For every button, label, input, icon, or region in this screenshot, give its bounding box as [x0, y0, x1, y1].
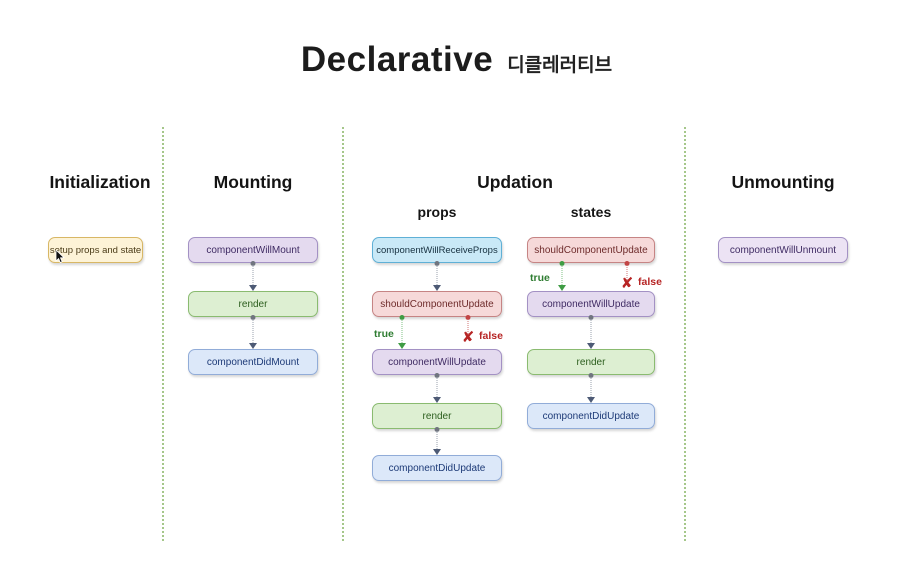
connector-line — [436, 265, 438, 285]
section-separator-1 — [162, 127, 164, 541]
connector-dot — [624, 261, 630, 266]
lifecycle-node-setup-props-and-state: setup props and state — [48, 237, 143, 263]
lifecycle-node-componentDidMount: componentDidMount — [188, 349, 318, 375]
connector-line — [561, 265, 563, 285]
lifecycle-node-componentWillUnmount: componentWillUnmount — [718, 237, 848, 263]
arrow-down-icon — [433, 397, 441, 403]
connector-dot — [588, 315, 594, 320]
connector-dot — [250, 261, 256, 266]
connector-line — [252, 265, 254, 285]
connector-gray-1 — [248, 261, 258, 291]
lifecycle-node-render-states: render — [527, 349, 655, 375]
column-header-unmounting: Unmounting — [731, 172, 835, 192]
lifecycle-node-componentWillMount: componentWillMount — [188, 237, 318, 263]
false-x-icon: ✘ — [620, 275, 634, 292]
arrow-down-icon — [587, 397, 595, 403]
connector-dot — [434, 261, 440, 266]
lifecycle-node-shouldComponentUpdate-states: shouldComponentUpdate — [527, 237, 655, 263]
page-title: Declarative 디클레러티브 — [0, 40, 913, 80]
column-header-updation: Updation — [477, 172, 553, 192]
connector-gray-3 — [432, 261, 442, 291]
lifecycle-node-render-mounting: render — [188, 291, 318, 317]
section-separator-3 — [684, 127, 686, 541]
connector-line — [436, 377, 438, 397]
arrow-down-icon — [587, 343, 595, 349]
connector-dot — [465, 315, 471, 320]
branch-label-true-3: true — [530, 272, 550, 284]
branch-label-false-2: false — [479, 330, 503, 342]
column-header-mounting: Mounting — [213, 172, 293, 192]
title-sub-korean: 디클레러티브 — [507, 55, 613, 76]
lifecycle-node-componentWillReceiveProps: componentWillReceiveProps — [372, 237, 502, 263]
lifecycle-node-componentWillUpdate-props: componentWillUpdate — [372, 349, 502, 375]
connector-gray-7 — [586, 373, 596, 403]
connector-line — [401, 319, 403, 343]
arrow-down-icon — [558, 285, 566, 291]
connector-dot — [559, 261, 565, 266]
sub-header-props: props — [417, 204, 457, 220]
connector-gray-2 — [248, 315, 258, 349]
lifecycle-node-render-props: render — [372, 403, 502, 429]
arrow-down-icon — [433, 285, 441, 291]
arrow-down-icon — [433, 449, 441, 455]
connector-line — [590, 377, 592, 397]
branch-label-false-4: false — [638, 276, 662, 288]
connector-line — [467, 319, 469, 334]
connector-gray-5 — [432, 427, 442, 455]
lifecycle-node-componentDidUpdate-states: componentDidUpdate — [527, 403, 655, 429]
connector-dot — [250, 315, 256, 320]
connector-dot — [588, 373, 594, 378]
connector-line — [626, 265, 628, 280]
false-x-icon: ✘ — [461, 329, 475, 346]
connector-line — [436, 431, 438, 449]
connector-redx-11: ✘ — [621, 261, 633, 291]
arrow-down-icon — [398, 343, 406, 349]
connector-gray-6 — [586, 315, 596, 349]
sub-header-states: states — [570, 204, 612, 220]
branch-label-true-1: true — [374, 328, 394, 340]
lifecycle-node-componentDidUpdate-props: componentDidUpdate — [372, 455, 502, 481]
connector-gray-4 — [432, 373, 442, 403]
arrow-down-icon — [249, 343, 257, 349]
column-header-initialization: Initialization — [49, 172, 151, 192]
connector-dot — [399, 315, 405, 320]
connector-redx-10: ✘ — [462, 315, 474, 345]
connector-dot — [434, 427, 440, 432]
lifecycle-node-shouldComponentUpdate-props: shouldComponentUpdate — [372, 291, 502, 317]
arrow-down-icon — [249, 285, 257, 291]
title-main: Declarative — [300, 40, 494, 79]
connector-line — [252, 319, 254, 343]
lifecycle-node-componentWillUpdate-states: componentWillUpdate — [527, 291, 655, 317]
mouse-cursor-icon — [55, 249, 66, 264]
connector-dot — [434, 373, 440, 378]
connector-line — [590, 319, 592, 343]
section-separator-2 — [342, 127, 344, 541]
connector-green-8 — [397, 315, 407, 349]
connector-green-9 — [557, 261, 567, 291]
